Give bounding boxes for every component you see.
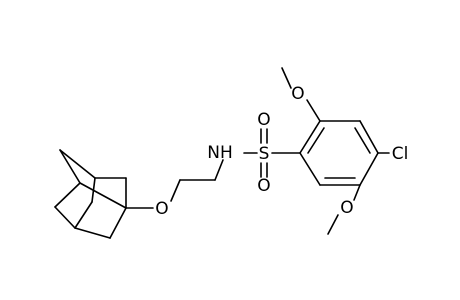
methoxy-oxygen-top-label: O — [291, 84, 304, 104]
adamantane-cage — [54, 149, 127, 239]
chlorine-label: Cl — [392, 144, 409, 164]
bond — [54, 206, 76, 229]
bond — [74, 227, 111, 239]
sulfonyl-oxygen-top-label: O — [257, 110, 270, 130]
bond — [299, 152, 321, 186]
bond — [299, 120, 321, 154]
bond — [281, 67, 292, 89]
ethoxy-linker — [125, 159, 224, 209]
nh-label: NH — [207, 143, 233, 163]
sulfonamide — [243, 128, 301, 178]
bond — [59, 149, 81, 184]
bond — [307, 127, 325, 154]
bond — [353, 184, 361, 201]
ether-oxygen-label: O — [155, 199, 168, 219]
bond — [54, 182, 81, 208]
bond — [74, 201, 93, 229]
bond — [170, 179, 181, 202]
bond — [79, 182, 127, 209]
bond — [327, 214, 339, 235]
benzene-ring — [299, 120, 379, 186]
substituents — [281, 67, 390, 235]
bond — [354, 127, 371, 154]
bond — [359, 152, 379, 186]
bond — [91, 177, 96, 203]
bond — [214, 159, 224, 181]
methoxy-oxygen-bottom-label: O — [340, 198, 353, 218]
bond — [109, 207, 127, 239]
bond — [59, 149, 96, 179]
bond — [306, 99, 321, 122]
sulfur-label: S — [259, 144, 270, 164]
bond — [359, 120, 379, 154]
sulfonyl-oxygen-bottom-label: O — [257, 176, 270, 196]
